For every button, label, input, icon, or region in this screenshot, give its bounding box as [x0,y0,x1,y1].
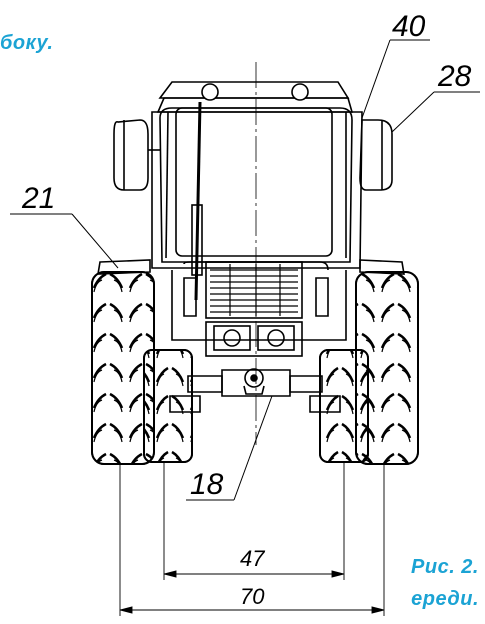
hood [171,261,347,357]
dimension-inner: 47 [240,546,265,571]
figure-number: Рис. 2. [411,556,479,578]
dimension-lines [119,462,385,616]
leader-lines [10,39,480,501]
mirror-left [113,119,160,191]
caption-view: ереди. [411,588,479,610]
cab [151,81,363,301]
front-axle [169,368,341,413]
callout-18: 18 [190,468,224,501]
front-wheel-left [143,349,193,463]
callout-21: 21 [21,182,55,215]
mirror-right [359,119,393,191]
callout-28: 28 [437,60,472,93]
caption-top: боку. [0,32,54,54]
front-wheel-right [319,349,369,463]
grille [210,264,298,316]
dimension-outer: 70 [240,584,265,609]
callout-40: 40 [392,10,426,43]
